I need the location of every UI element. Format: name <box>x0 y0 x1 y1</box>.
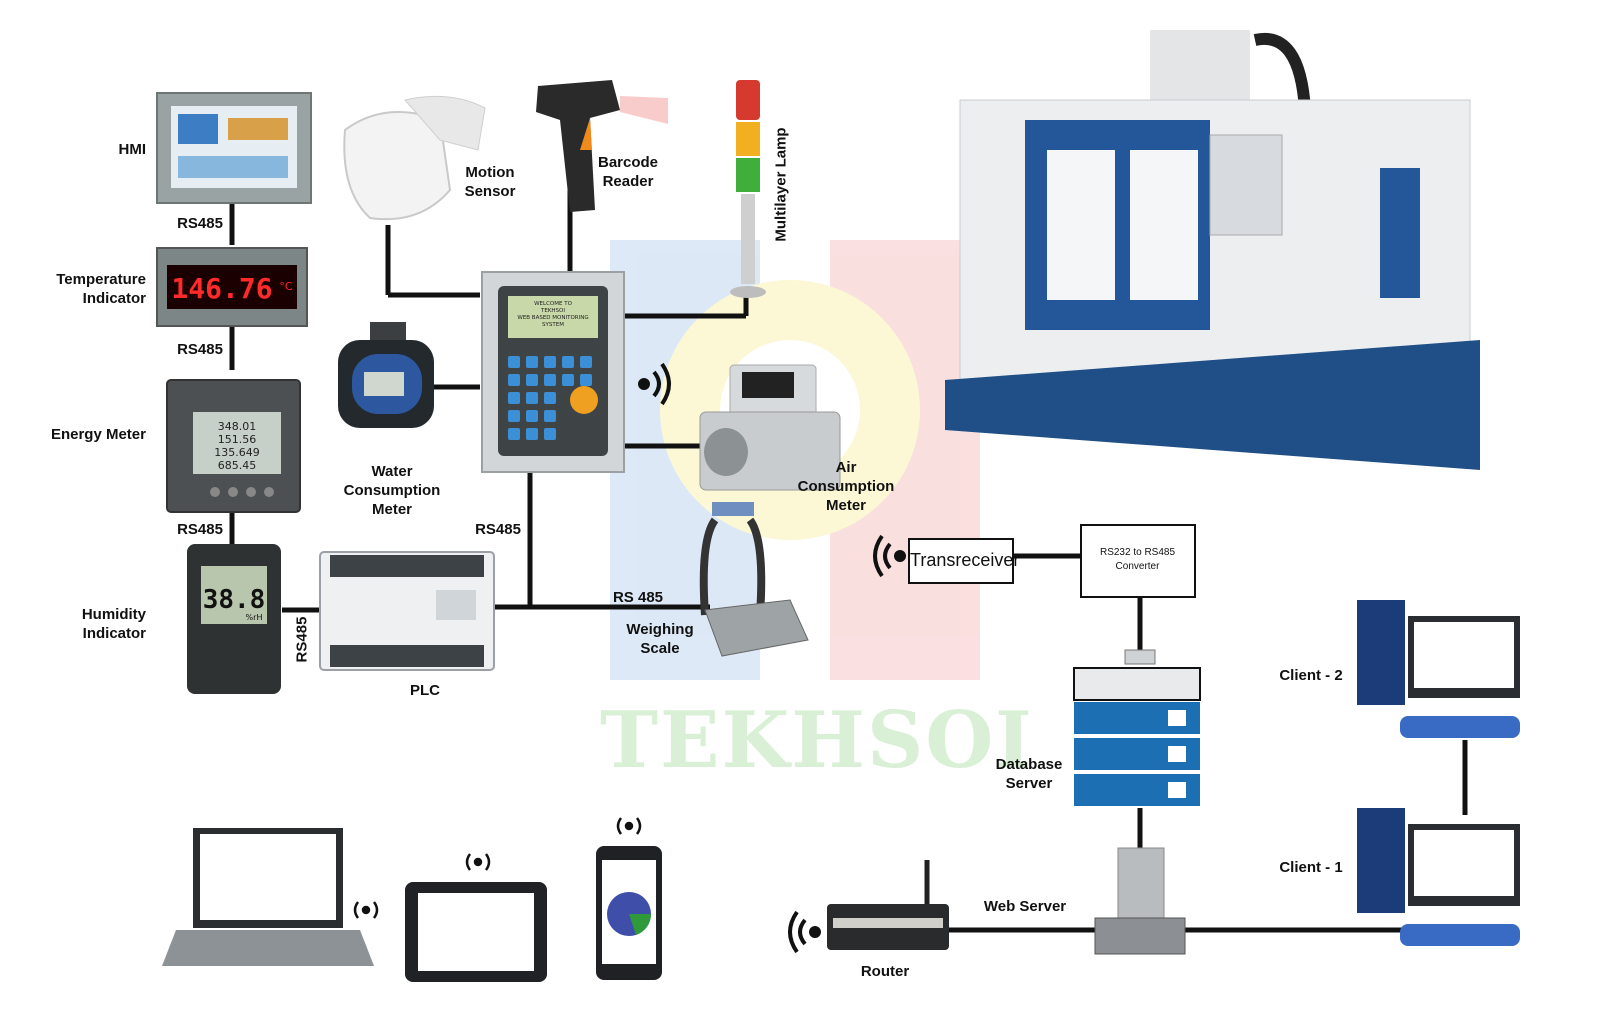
keypad-key <box>544 374 556 386</box>
transreceiver-wireless-icon <box>873 534 906 578</box>
temperature-indicator-device: 146.76 °C <box>156 247 308 327</box>
keypad-key <box>526 374 538 386</box>
database-server <box>1073 649 1201 806</box>
water-meter-label: Water Consumption Meter <box>343 463 441 518</box>
keypad-key <box>544 410 556 422</box>
web-server <box>1094 847 1186 955</box>
barcode-reader-label: Barcode Reader <box>597 154 659 190</box>
client-2-label: Client - 2 <box>1279 667 1343 684</box>
router-wireless-icon <box>788 910 821 954</box>
humidity-reading: 38.8 <box>203 585 266 615</box>
weighing-scale-label: Weighing Scale <box>626 621 694 657</box>
humidity-unit: %rH <box>246 613 263 622</box>
keypad-key <box>544 392 556 404</box>
database-server-label: Database Server <box>995 756 1063 792</box>
tablet-device <box>405 882 547 982</box>
client-1-label: Client - 1 <box>1279 859 1343 876</box>
energy-reading-4: 685.45 <box>218 459 257 472</box>
water-meter-device <box>338 322 434 428</box>
multilayer-lamp-label: Multilayer Lamp <box>772 127 790 242</box>
hmi-device <box>156 92 312 204</box>
multilayer-lamp-device <box>730 80 766 298</box>
keypad-key <box>526 428 538 440</box>
plc-device <box>319 551 495 671</box>
plc-label: PLC <box>410 682 440 699</box>
energy-meter-label: Energy Meter <box>50 426 146 443</box>
weighing-scale-device <box>699 502 809 657</box>
keypad-key <box>526 356 538 368</box>
web-server-label: Web Server <box>983 898 1067 915</box>
keypad-key <box>544 428 556 440</box>
keypad-key <box>508 356 520 368</box>
keypad-key <box>562 374 574 386</box>
temperature-unit: °C <box>279 280 293 293</box>
transreceiver-box: Transreceiver <box>908 538 1020 584</box>
rs485-vertical-label: RS485 <box>293 616 311 663</box>
keypad-key <box>508 410 520 422</box>
air-meter-label: Air Consumption Meter <box>797 459 895 514</box>
motion-sensor-label: Motion Sensor <box>464 164 516 200</box>
keypad-key <box>526 410 538 422</box>
energy-meter-device: 348.01 151.56 135.649 685.45 <box>166 379 301 513</box>
converter-box: RS232 to RS485 Converter <box>1080 524 1196 598</box>
phone-wireless-icon <box>616 817 642 835</box>
router-label: Router <box>860 963 910 980</box>
wireless-signal-icon <box>638 362 671 406</box>
converter-label: RS232 to RS485 Converter <box>1099 547 1176 572</box>
temperature-reading: 146.76 <box>171 272 272 305</box>
keypad-key <box>544 356 556 368</box>
router-device <box>827 860 949 950</box>
cnc-machine <box>945 30 1480 470</box>
keypad-key <box>580 356 592 368</box>
keypad-key <box>508 428 520 440</box>
laptop-device <box>162 828 374 966</box>
temperature-indicator-label: Temperature Indicator <box>56 271 146 307</box>
tablet-wireless-icon <box>465 853 491 871</box>
watermark: TEKHSOI <box>600 695 1034 786</box>
energy-reading-2: 151.56 <box>218 433 257 446</box>
rs485-bus-label: RS 485 <box>612 589 664 606</box>
rs485-label-3: RS485 <box>177 521 223 538</box>
keypad-key <box>562 356 574 368</box>
rs485-label-2: RS485 <box>177 341 223 358</box>
humidity-indicator-label: Humidity Indicator <box>81 606 146 642</box>
client-2-computer <box>1357 600 1520 738</box>
energy-reading-1: 348.01 <box>218 420 257 433</box>
keypad-key <box>580 374 592 386</box>
keypad-key <box>526 392 538 404</box>
transreceiver-label: Transreceiver <box>910 550 1020 570</box>
energy-reading-3: 135.649 <box>214 446 260 459</box>
rs485-center-label: RS485 <box>475 521 521 538</box>
humidity-indicator-device: 38.8 %rH <box>187 544 281 694</box>
air-meter-device <box>699 364 841 491</box>
motion-sensor-device <box>343 95 486 221</box>
keypad-key <box>508 374 520 386</box>
client-1-computer <box>1357 808 1520 946</box>
keypad-key <box>508 392 520 404</box>
laptop-wireless-icon <box>353 901 379 919</box>
rs485-label-1: RS485 <box>177 215 223 232</box>
hmi-label: HMI <box>118 141 147 158</box>
barcode-reader-device <box>536 80 668 212</box>
phone-device <box>596 846 662 980</box>
